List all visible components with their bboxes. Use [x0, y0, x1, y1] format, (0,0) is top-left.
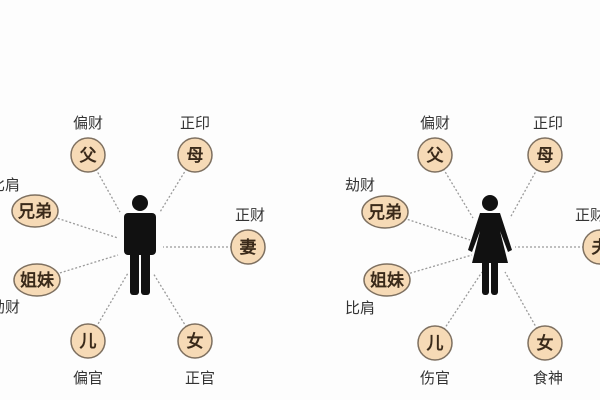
man-icon: [124, 195, 156, 295]
connector-line: [87, 154, 121, 213]
node-label: 劫财: [0, 298, 20, 316]
node-text: 姐妹: [20, 270, 55, 291]
node-text: 母: [537, 146, 554, 166]
connector-line: [34, 210, 119, 239]
node-shape: [13, 263, 61, 297]
node-label: 正印: [180, 114, 210, 132]
node-label: 偏官: [73, 369, 103, 387]
node-姐妹: 姐妹: [13, 263, 61, 297]
node-label: 劫财: [345, 176, 375, 194]
node-text: 母: [187, 146, 204, 166]
node-儿: 儿: [70, 323, 106, 359]
node-shape: [363, 263, 411, 297]
node-text: 姐妹: [370, 270, 405, 291]
node-label: 比肩: [345, 299, 375, 317]
node-text: 儿: [79, 332, 97, 352]
node-text: 女: [187, 331, 204, 352]
node-母: 母: [527, 137, 563, 173]
node-女: 女: [527, 325, 563, 361]
node-shape: [230, 229, 266, 265]
node-姐妹: 姐妹: [363, 263, 411, 297]
node-label: 偏财: [420, 114, 450, 132]
node-父: 父: [70, 137, 106, 173]
node-兄弟: 兄弟: [361, 195, 409, 229]
node-shape: [417, 325, 453, 361]
connector-line: [386, 254, 473, 281]
node-shape: [527, 325, 563, 361]
node-父: 父: [417, 137, 453, 173]
node-shape: [70, 137, 106, 173]
node-text: 女: [537, 333, 554, 354]
node-shape: [177, 137, 213, 173]
node-母: 母: [177, 137, 213, 173]
node-label: 正官: [185, 369, 215, 387]
node-text: 夫: [592, 237, 600, 258]
connector-line: [159, 154, 196, 213]
node-text: 妻: [240, 238, 257, 258]
node-label: 食神: [533, 369, 563, 387]
node-text: 父: [79, 146, 98, 166]
node-shape: [417, 137, 453, 173]
node-shape: [361, 195, 409, 229]
node-label: 正财: [575, 206, 600, 224]
node-shape: [582, 229, 600, 265]
node-夫: 夫: [582, 229, 600, 265]
node-shape: [527, 137, 563, 173]
connector-line: [384, 211, 471, 241]
node-shape: [11, 194, 59, 228]
node-label: 正财: [235, 206, 265, 224]
node-shape: [177, 323, 213, 359]
node-text: 儿: [426, 334, 444, 354]
node-label: 偏财: [73, 114, 103, 132]
node-label: 正印: [533, 114, 563, 132]
woman-icon: [468, 195, 512, 295]
node-兄弟: 兄弟: [11, 194, 59, 228]
node-label: 伤官: [420, 369, 450, 387]
node-text: 父: [426, 146, 445, 166]
node-shape: [70, 323, 106, 359]
node-text: 兄弟: [17, 201, 52, 222]
node-妻: 妻: [230, 229, 266, 265]
node-儿: 儿: [417, 325, 453, 361]
node-女: 女: [177, 323, 213, 359]
node-label: 比肩: [0, 176, 20, 194]
node-text: 兄弟: [367, 202, 402, 223]
